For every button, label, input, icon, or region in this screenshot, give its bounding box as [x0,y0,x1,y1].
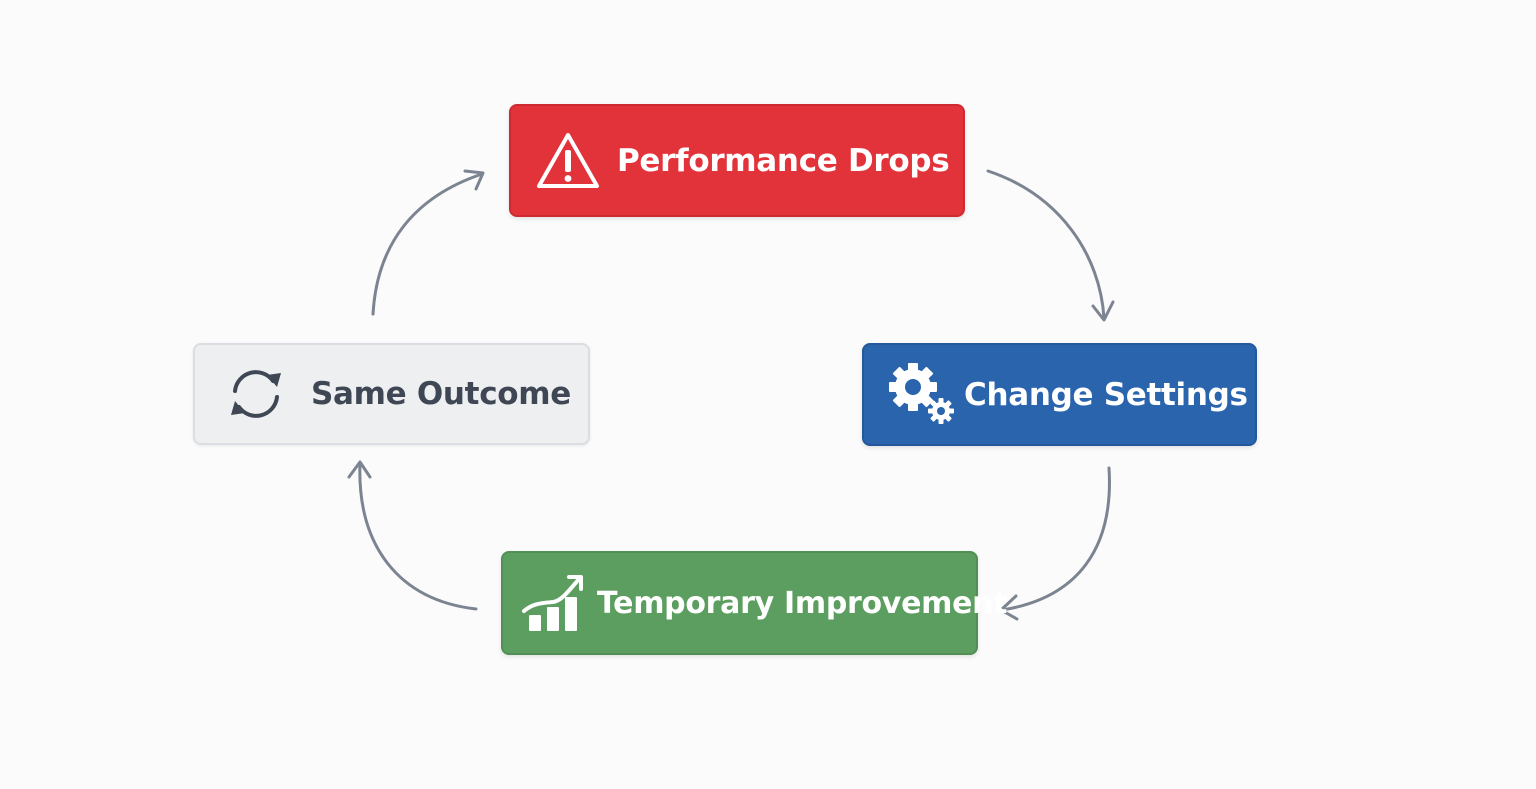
arrow-same-outcome-to-performance-drops [371,169,485,316]
node-temporary-improvement: Temporary Improvement [501,551,1008,655]
node-label: Change Settings [964,376,1248,413]
gears-icon [886,361,958,429]
arrow-change-settings-to-temporary-improvement [999,466,1111,621]
node-performance-drops: Performance Drops [509,104,965,217]
node-same-outcome: Same Outcome [193,343,590,445]
node-label: Temporary Improvement [597,585,1008,621]
node-change-settings: Change Settings [862,343,1257,446]
node-label: Performance Drops [617,142,950,179]
arrow-performance-drops-to-change-settings [986,169,1115,322]
growth-chart-icon [521,573,587,633]
node-label: Same Outcome [311,376,572,412]
arrow-temporary-improvement-to-same-outcome [347,460,478,611]
refresh-cycle-icon [225,365,287,423]
warning-triangle-icon [535,131,601,191]
